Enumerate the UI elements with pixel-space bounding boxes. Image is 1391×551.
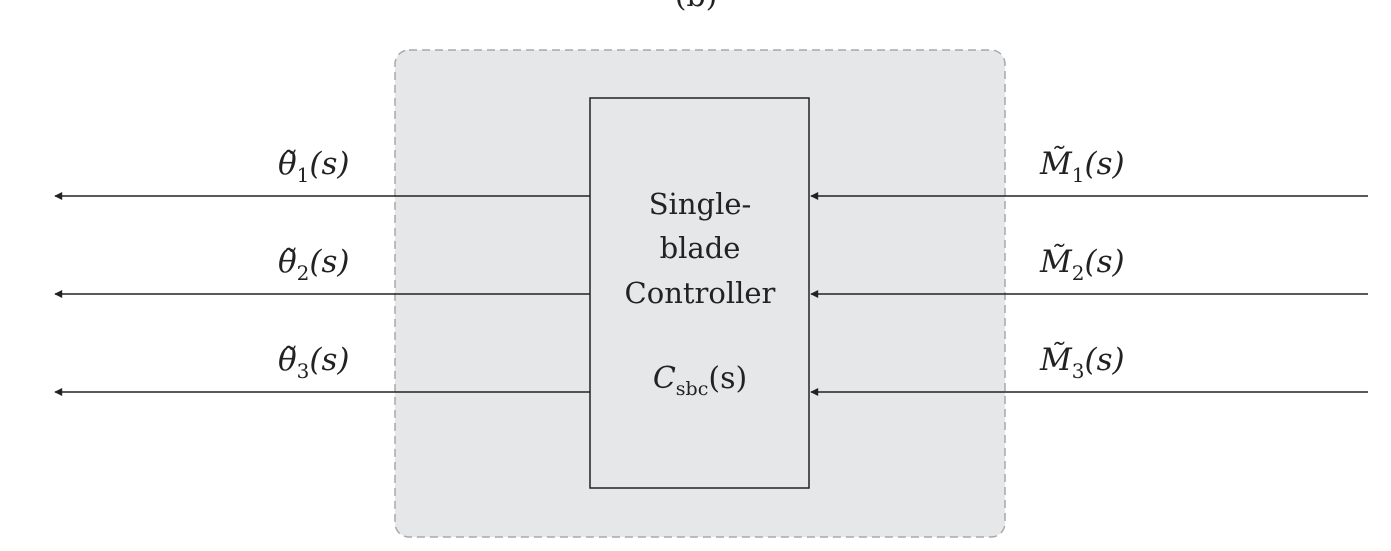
controller-block: [589, 97, 810, 489]
controller-name-line-1: Single-: [649, 187, 752, 221]
controller-name-line-2: blade: [660, 231, 741, 265]
output-label-3: θ̃3(s): [278, 342, 350, 383]
controller-symbol: Csbc(s): [653, 361, 747, 400]
output-label-2: θ̃2(s): [278, 244, 350, 285]
input-label-1: M̃1(s): [1039, 145, 1125, 187]
output-label-1: θ̃1(s): [278, 146, 350, 187]
input-label-2: M̃2(s): [1039, 243, 1125, 285]
controller-symbol-arg: (s): [708, 361, 747, 396]
controller-symbol-main: C: [653, 361, 676, 396]
controller-name-line-3: Controller: [625, 276, 776, 310]
input-label-3: M̃3(s): [1039, 341, 1125, 383]
controller-symbol-subscript: sbc: [676, 378, 709, 400]
caption-partial: (b): [675, 0, 718, 14]
